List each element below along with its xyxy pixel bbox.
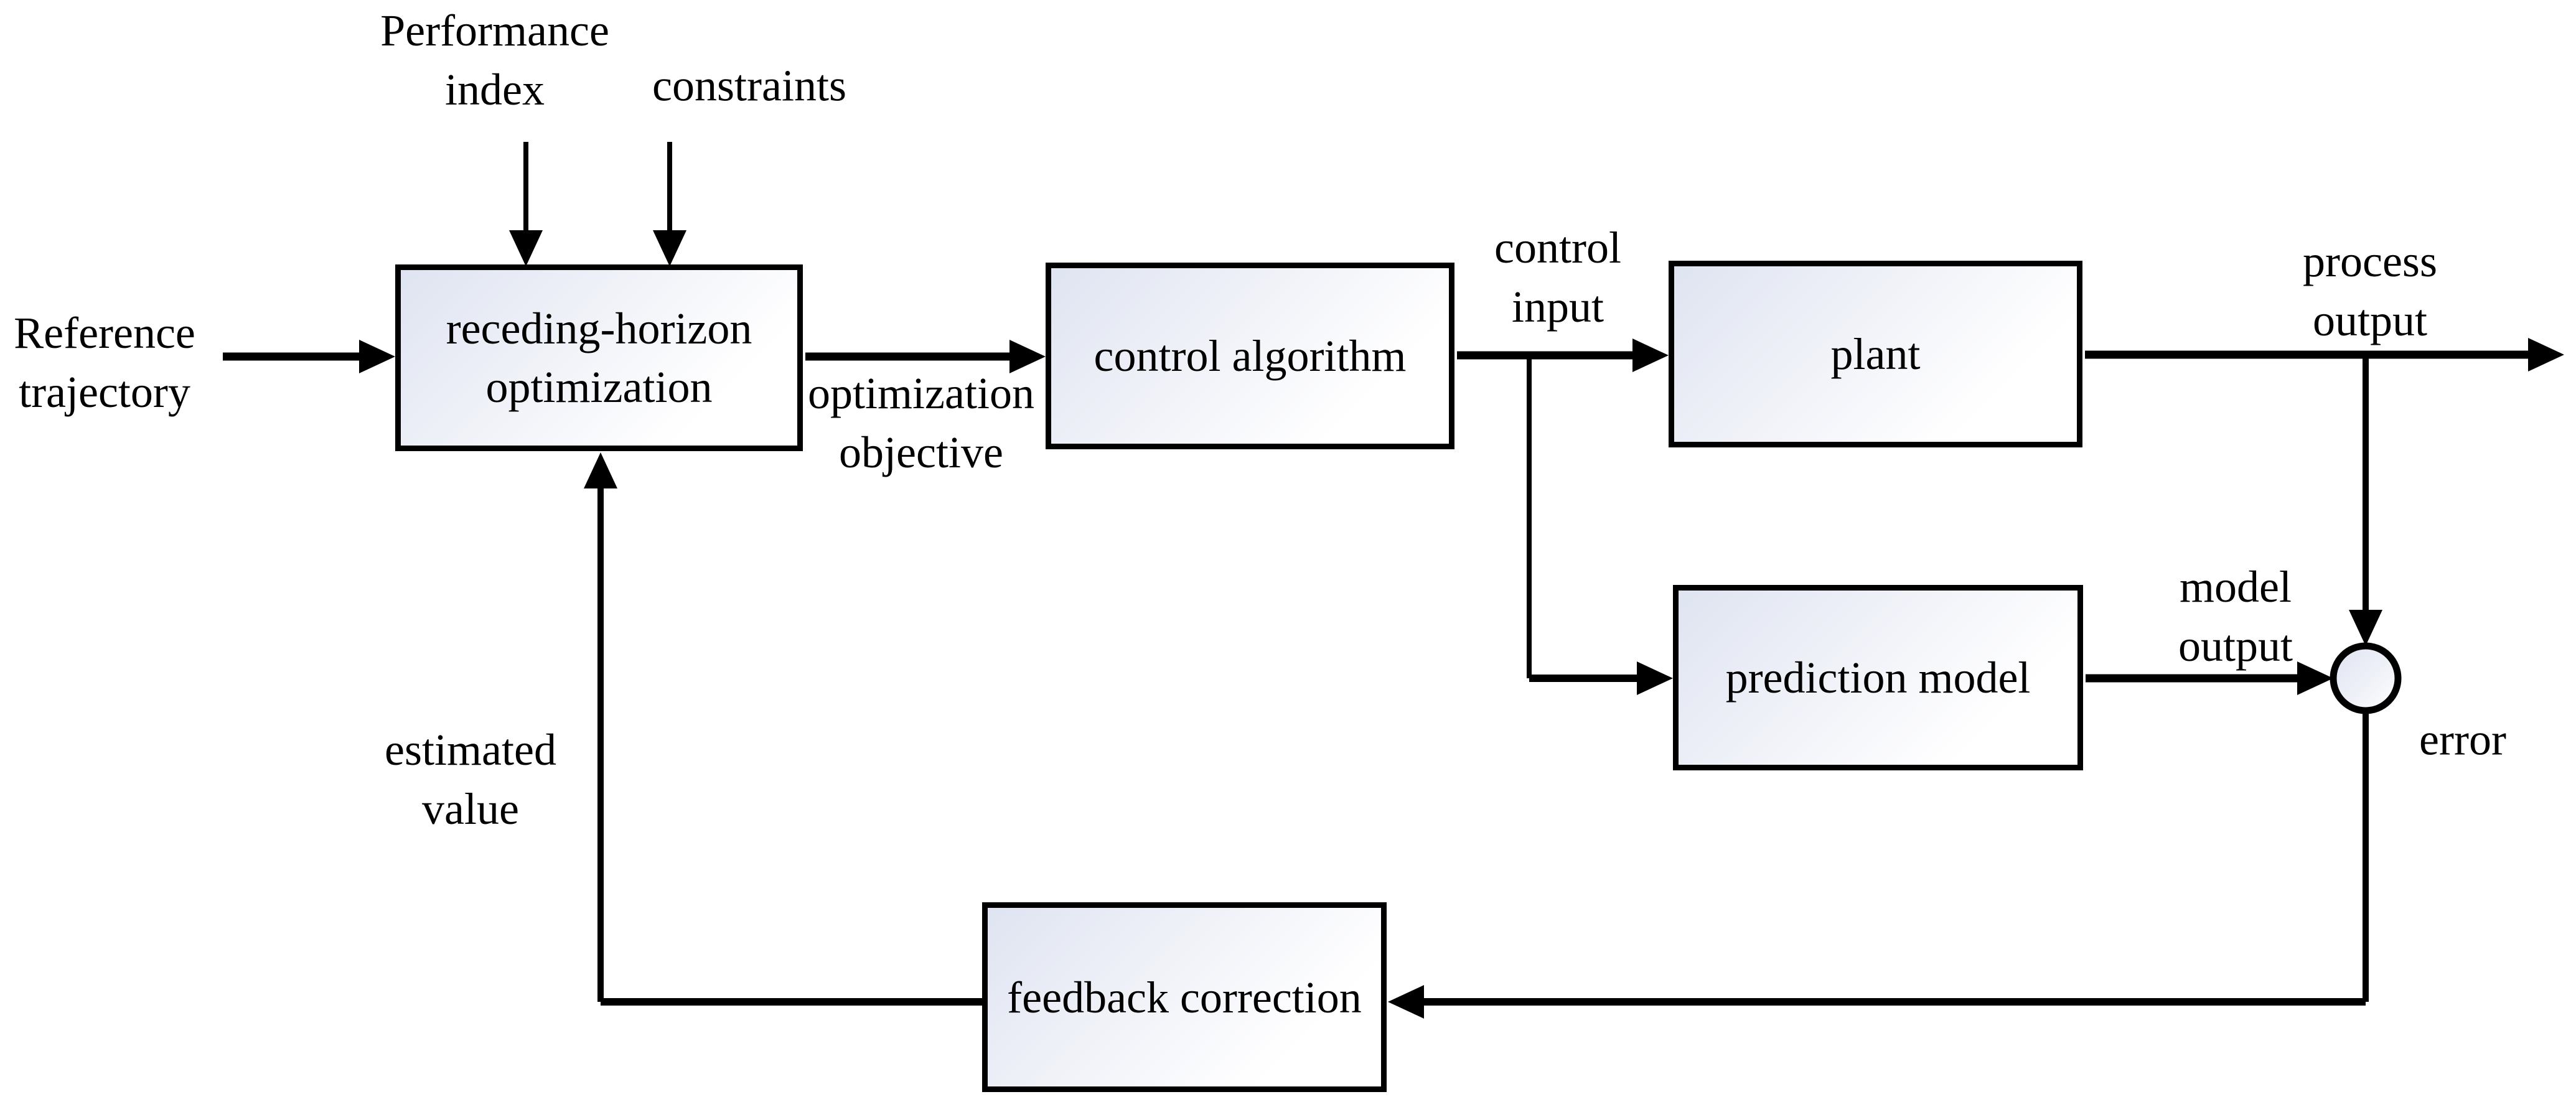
optimization-objective-arrowhead	[1009, 340, 1046, 373]
process-output-arrowhead	[2528, 338, 2564, 371]
label-model-output: model output	[2178, 562, 2293, 671]
feedback-correction-input-arrowhead	[1388, 985, 1424, 1019]
label-performance-index: Performance index	[380, 6, 609, 114]
performance-index-arrowhead	[509, 230, 543, 266]
block-prediction-model-label: prediction model	[1725, 653, 2031, 703]
block-feedback-correction: feedback correction	[982, 902, 1387, 1092]
block-plant-label: plant	[1830, 329, 1921, 379]
label-constraints: constraints	[652, 60, 846, 111]
block-receding-horizon-optimization-label: receding-horizon optimization	[446, 304, 752, 412]
label-optimization-objective: optimization objective	[808, 368, 1034, 477]
label-error: error	[2419, 714, 2506, 765]
label-estimated-value: estimated value	[385, 725, 556, 834]
label-process-output: process output	[2303, 236, 2437, 345]
reference-input-arrowhead	[359, 340, 395, 373]
block-prediction-model: prediction model	[1673, 585, 2083, 770]
summing-junction-left-arrowhead	[2297, 661, 2333, 695]
block-control-algorithm-label: control algorithm	[1094, 331, 1407, 381]
summing-junction-circle	[2330, 642, 2402, 714]
block-plant: plant	[1669, 261, 2082, 447]
block-receding-horizon-optimization: receding-horizon optimization	[395, 264, 803, 451]
constraints-arrowhead	[653, 230, 686, 266]
label-control-input: control input	[1494, 223, 1621, 332]
control-input-arrowhead	[1632, 339, 1669, 372]
block-control-algorithm: control algorithm	[1046, 263, 1454, 449]
prediction-model-input-arrowhead	[1637, 661, 1673, 695]
summing-junction-top-arrowhead	[2349, 610, 2382, 646]
block-feedback-correction-label: feedback correction	[1007, 972, 1362, 1022]
estimated-value-arrowhead	[584, 452, 617, 488]
label-reference-trajectory: Reference trajectory	[14, 308, 195, 417]
